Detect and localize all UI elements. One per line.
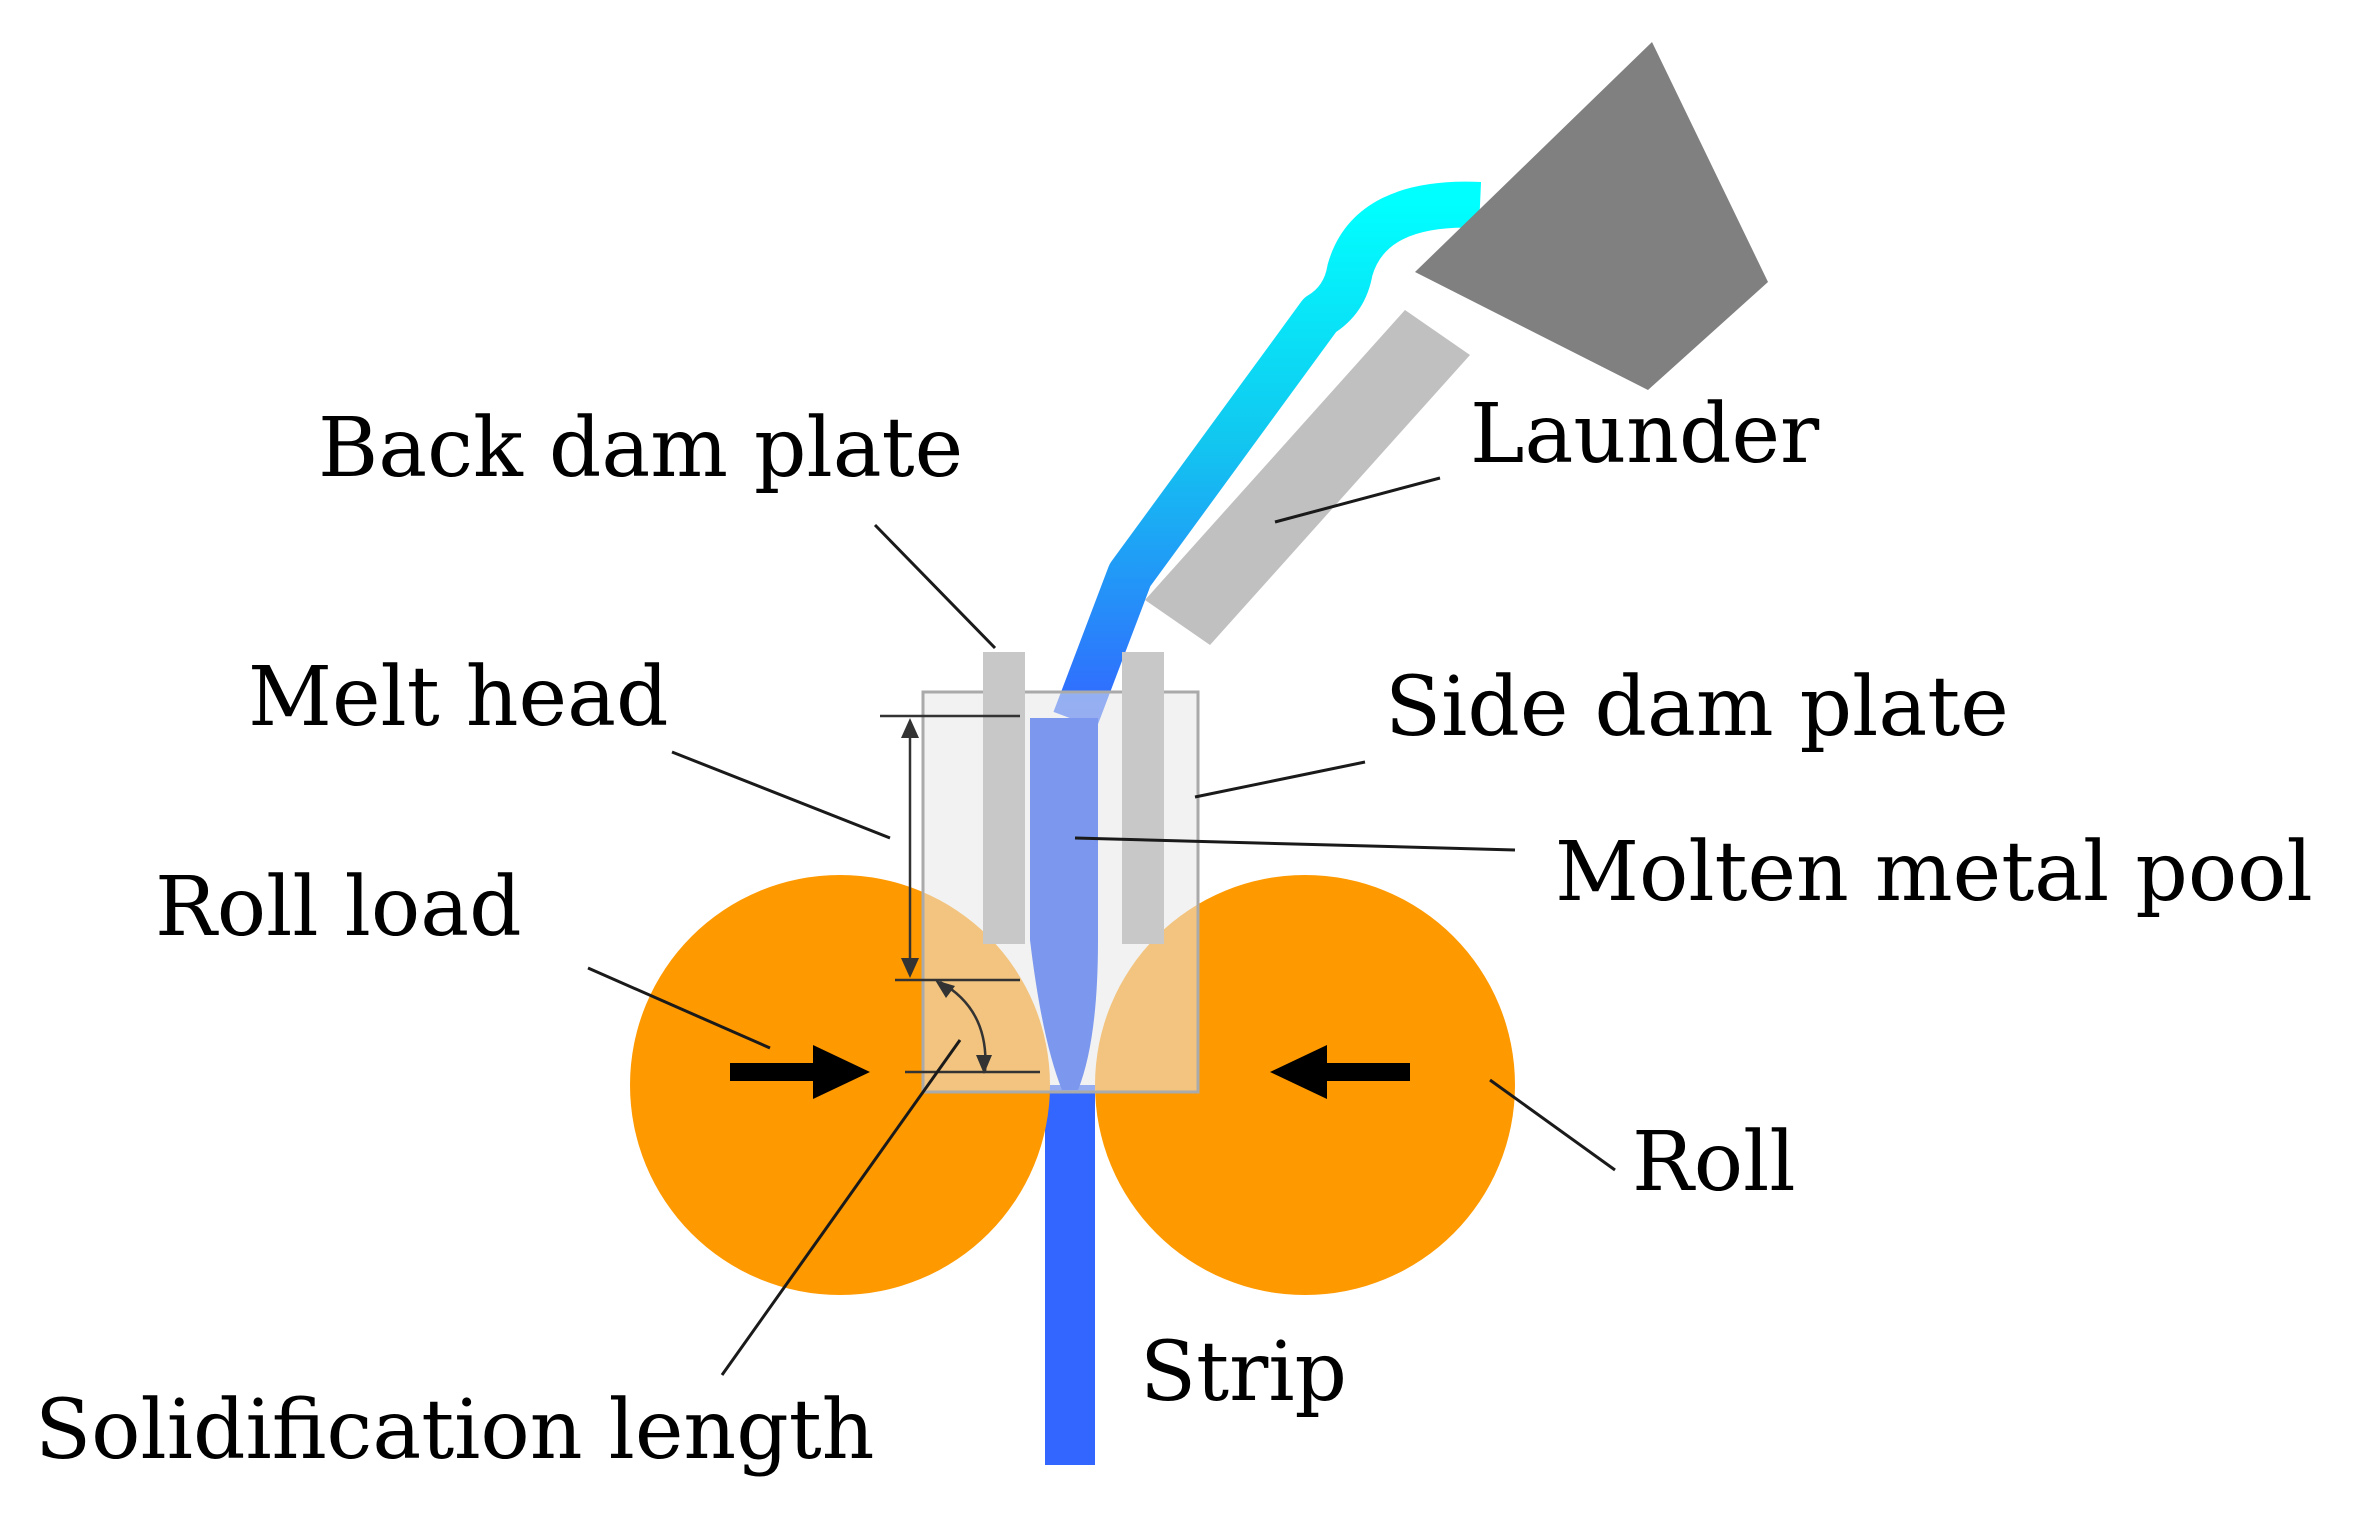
leader-back-dam-plate [873,523,997,650]
leader-side-dam-plate [1194,760,1366,799]
label-solidification-length: Solidification length [35,1383,874,1478]
leader-roll-load [587,966,771,1050]
leader-launder [1274,476,1441,524]
label-side-dam-plate: Side dam plate [1385,660,2009,755]
label-roll-load: Roll load [155,860,522,955]
melt-head-dimension [880,714,1020,982]
label-back-dam-plate: Back dam plate [318,401,963,496]
label-molten-metal-pool: Molten metal pool [1555,825,2313,920]
arrow-right-icon [730,1045,870,1099]
leader-solidification-length [720,1039,962,1376]
leader-molten-metal-pool [1074,836,1516,852]
label-melt-head: Melt head [248,650,668,745]
molten-metal-stream [1053,181,1482,729]
strip [1045,1085,1095,1465]
solidification-angle [905,980,1040,1074]
molten-metal-pool [1030,718,1098,1090]
leader-melt-head [671,750,891,840]
label-roll: Roll [1632,1115,1796,1210]
label-strip: Strip [1140,1325,1347,1420]
leader-roll [1489,1078,1616,1172]
roll-box-overlap-left [923,900,1030,1092]
launder-spout [1145,310,1470,645]
label-launder: Launder [1470,387,1820,482]
launder-vessel [1415,42,1768,390]
side-dam-plate-right [1122,652,1164,944]
arrow-left-icon [1270,1045,1410,1099]
side-dam-plate-left [983,652,1025,944]
